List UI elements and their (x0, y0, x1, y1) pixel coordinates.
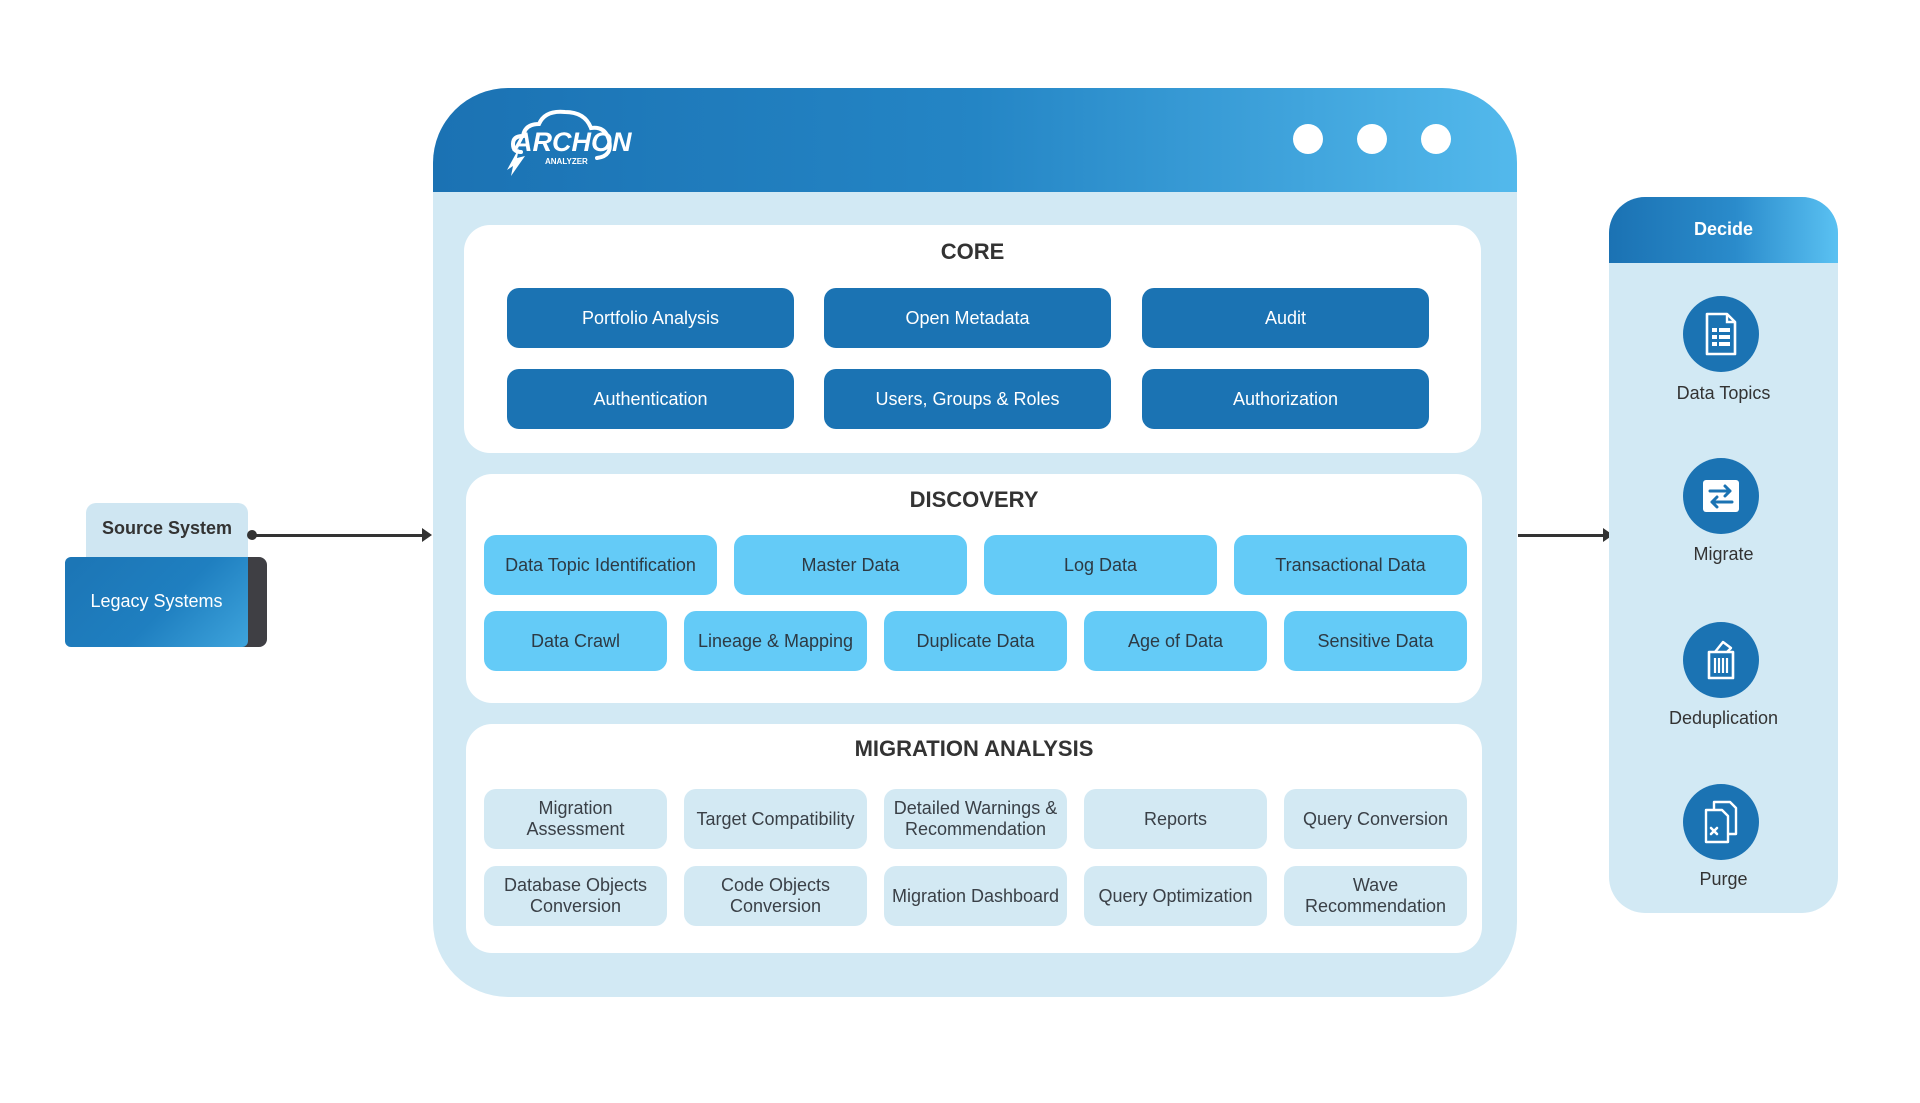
window-header: ARCHON ANALYZER (433, 88, 1517, 192)
source-system-label: Source System (101, 518, 233, 538)
discovery-item: Age of Data (1084, 611, 1267, 671)
decide-item-label: Deduplication (1668, 708, 1779, 728)
svg-text:ARCHON: ARCHON (512, 127, 632, 157)
decide-item-label: Purge (1699, 869, 1748, 889)
window-dot-3 (1421, 124, 1451, 154)
decide-arrow (1518, 534, 1603, 537)
window-dot-1 (1293, 124, 1323, 154)
document-list-icon (1683, 296, 1759, 372)
migration-title: MIGRATION ANALYSIS (854, 736, 1094, 761)
discovery-item: Sensitive Data (1284, 611, 1467, 671)
discovery-item: Log Data (984, 535, 1217, 595)
migration-item: Migration Dashboard (884, 866, 1067, 926)
core-title: CORE (940, 239, 1005, 264)
archon-logo: ARCHON ANALYZER (507, 109, 632, 176)
discovery-item: Master Data (734, 535, 967, 595)
core-item: Authorization (1142, 369, 1429, 429)
migration-item: Detailed Warnings & Recommendation (884, 789, 1067, 849)
source-arrow (252, 534, 422, 537)
decide-header: Decide (1609, 197, 1838, 263)
discovery-panel: DISCOVERY Data Topic Identification Mast… (466, 474, 1482, 703)
discovery-item: Data Topic Identification (484, 535, 717, 595)
archon-window: ARCHON ANALYZER CORE Portfolio Analysis … (433, 88, 1517, 997)
discovery-item: Transactional Data (1234, 535, 1467, 595)
core-item: Users, Groups & Roles (824, 369, 1111, 429)
migration-item: Query Conversion (1284, 789, 1467, 849)
decide-item-label: Data Topics (1676, 383, 1771, 403)
svg-text:ANALYZER: ANALYZER (545, 157, 588, 166)
legacy-systems-box: Legacy Systems (65, 557, 248, 647)
decide-panel: Decide Data Topics Migrate Deduplication (1609, 197, 1838, 913)
trash-bin-icon (1683, 622, 1759, 698)
core-panel: CORE Portfolio Analysis Open Metadata Au… (464, 225, 1481, 453)
migration-item: Target Compatibility (684, 789, 867, 849)
discovery-item: Data Crawl (484, 611, 667, 671)
decide-title: Decide (1693, 219, 1754, 239)
window-dot-2 (1357, 124, 1387, 154)
migration-item: Migration Assessment (484, 789, 667, 849)
discovery-item: Duplicate Data (884, 611, 1067, 671)
migrate-arrows-icon (1683, 458, 1759, 534)
purge-document-icon (1683, 784, 1759, 860)
core-item: Open Metadata (824, 288, 1111, 348)
migration-item: Reports (1084, 789, 1267, 849)
discovery-title: DISCOVERY (909, 487, 1039, 512)
migration-item: Query Optimization (1084, 866, 1267, 926)
migration-item: Wave Recommendation (1284, 866, 1467, 926)
migration-item: Database Objects Conversion (484, 866, 667, 926)
migration-item: Code Objects Conversion (684, 866, 867, 926)
legacy-systems-label: Legacy Systems (90, 591, 223, 611)
migration-panel: MIGRATION ANALYSIS Migration Assessment … (466, 724, 1482, 953)
source-system-tab: Source System (86, 503, 248, 557)
decide-item-label: Migrate (1693, 544, 1754, 564)
discovery-item: Lineage & Mapping (684, 611, 867, 671)
core-item: Authentication (507, 369, 794, 429)
source-arrowhead (422, 528, 432, 542)
core-item: Audit (1142, 288, 1429, 348)
core-item: Portfolio Analysis (507, 288, 794, 348)
decide-arrowhead (1603, 528, 1613, 542)
